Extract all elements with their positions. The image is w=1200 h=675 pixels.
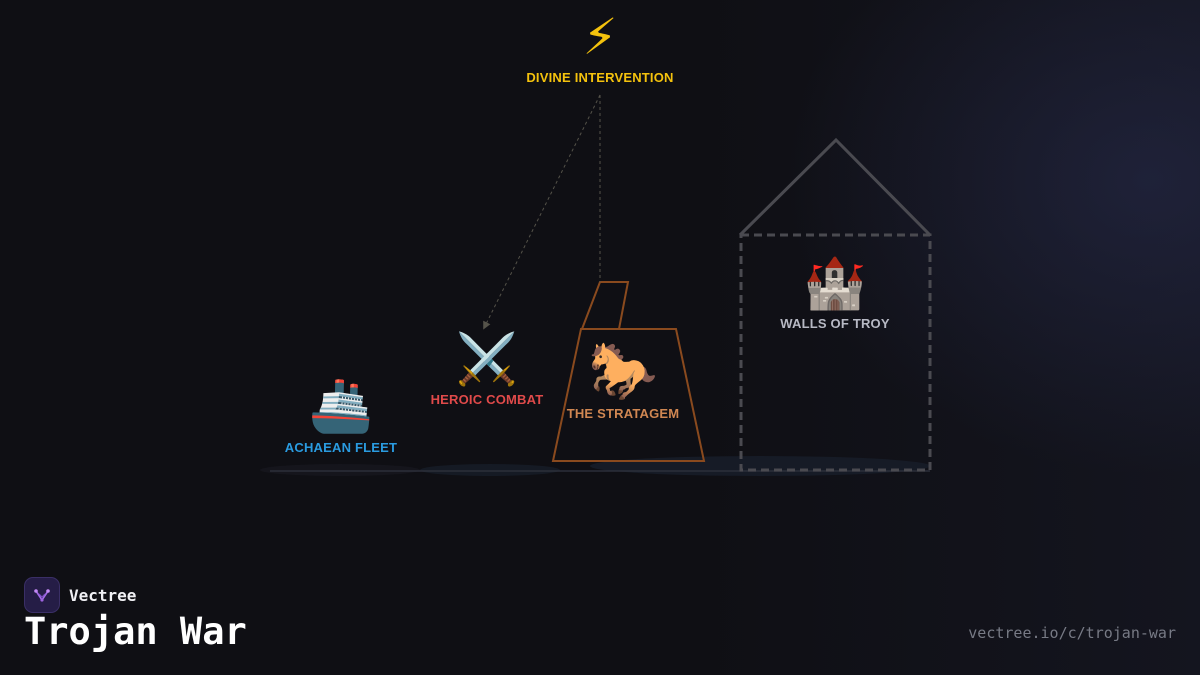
node-label: HEROIC COMBAT xyxy=(430,392,544,407)
brand-name: Vectree xyxy=(69,585,137,605)
node-the-stratagem[interactable]: 🐎 THE STRATAGEM xyxy=(548,339,698,422)
vectree-logo-icon xyxy=(24,577,60,613)
node-label: WALLS OF TROY xyxy=(780,316,890,331)
connector-divine-to-combat xyxy=(483,94,601,330)
node-label: DIVINE INTERVENTION xyxy=(526,70,674,85)
node-achaean-fleet[interactable]: 🚢 ACHAEAN FLEET xyxy=(266,380,416,455)
troy-shadow xyxy=(590,456,930,476)
horse-icon: 🐎 xyxy=(588,339,658,404)
node-heroic-combat[interactable]: ⚔️ HEROIC COMBAT xyxy=(412,334,562,407)
node-walls-of-troy[interactable]: 🏰 WALLS OF TROY xyxy=(755,258,915,331)
brand[interactable]: Vectree xyxy=(24,577,136,613)
node-divine-intervention[interactable]: ⚡ DIVINE INTERVENTION xyxy=(500,12,700,85)
page-url[interactable]: vectree.io/c/trojan-war xyxy=(968,624,1176,642)
page-title: Trojan War xyxy=(24,610,247,653)
node-label: THE STRATAGEM xyxy=(566,406,680,421)
stratagem-outline xyxy=(551,281,706,462)
lightning-bolt-icon: ⚡ xyxy=(582,8,618,66)
walls-of-troy-outline xyxy=(738,137,932,472)
fleet-shadow xyxy=(260,464,420,476)
crossed-swords-icon: ⚔️ xyxy=(455,330,519,388)
combat-shadow xyxy=(420,464,560,476)
ship-icon: 🚢 xyxy=(308,376,374,436)
castle-icon: 🏰 xyxy=(803,254,867,312)
node-label: ACHAEAN FLEET xyxy=(284,440,398,455)
